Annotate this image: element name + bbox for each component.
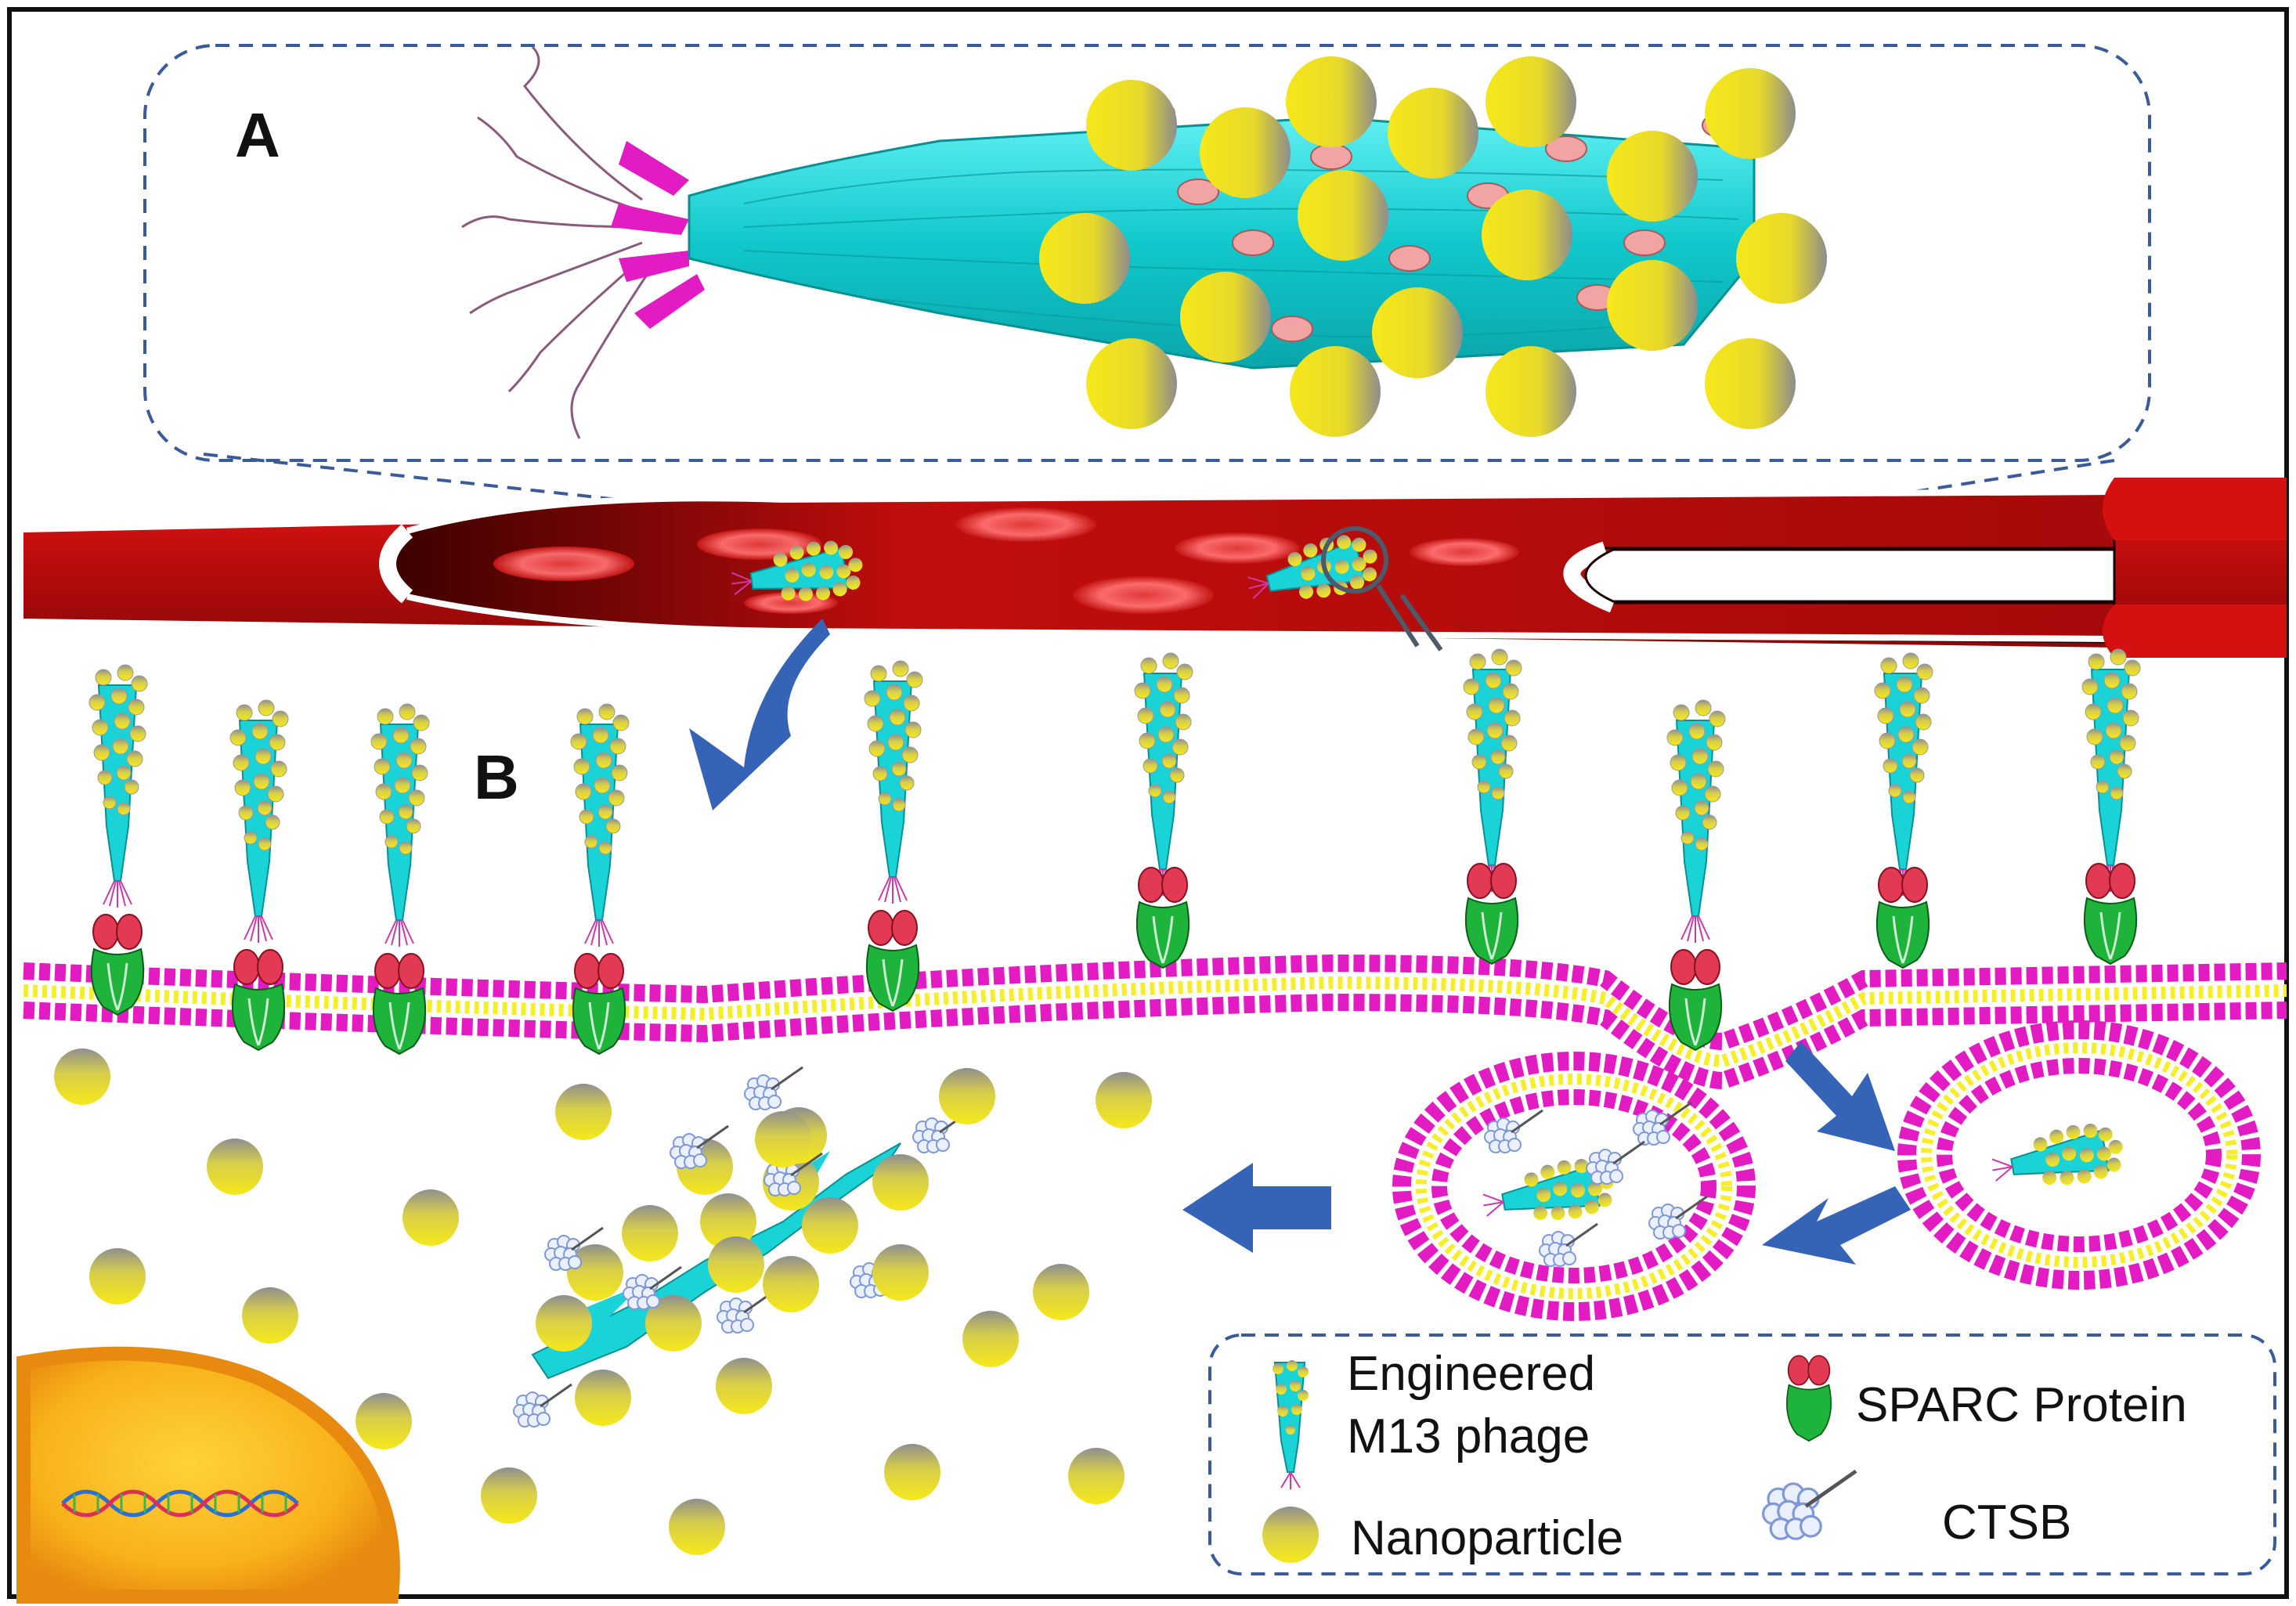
blood-vessel [23, 478, 2287, 658]
panel-b-label: B [474, 742, 519, 812]
sparc-protein-10 [2083, 862, 2138, 965]
ctsb-icon [1761, 1469, 1857, 1540]
sparc-protein-icon [1786, 1355, 1832, 1442]
phage-coat-body [688, 116, 1756, 370]
extravasation-arrow [689, 619, 830, 810]
phage-peptide-strands [461, 45, 652, 439]
legend: Engineered M13 phage Nanoparticle SPARC … [1208, 1334, 2276, 1575]
cell-nucleus [16, 1346, 400, 1604]
sparc-protein-2 [231, 948, 286, 1052]
released-nanoparticles-cluster [536, 1107, 858, 1352]
panel-a-label: A [235, 100, 280, 170]
red-blood-cells [493, 507, 1519, 614]
legend-phage-line1: Engineered [1347, 1347, 1595, 1401]
sparc-protein-1 [90, 913, 145, 1016]
cell-membrane [23, 954, 2287, 1090]
sparc-protein-4 [572, 952, 626, 1056]
sparc-protein-8 [1668, 948, 1723, 1052]
nanoparticle-icon [1262, 1507, 1319, 1563]
sparc-protein-3 [372, 952, 427, 1056]
sparc-protein-7 [1464, 862, 1519, 965]
panel-a-zoom-box [143, 44, 2151, 462]
engineered-phage-closeup [461, 45, 1827, 439]
pathway-arrows [1182, 1041, 1911, 1265]
endosome [1897, 1020, 2261, 1290]
sparc-protein-5 [865, 909, 920, 1012]
degraded-phage [512, 1066, 973, 1428]
arrow-to-lysosome [1762, 1186, 1911, 1265]
arrow-release [1182, 1163, 1331, 1253]
lysosome [1392, 1052, 1756, 1321]
legend-phage-line2: M13 phage [1347, 1409, 1590, 1463]
legend-nanoparticle: Nanoparticle [1351, 1511, 1623, 1565]
legend-sparc: SPARC Protein [1856, 1378, 2187, 1432]
phage-coat-texture [743, 168, 1739, 338]
phage-icon [1273, 1360, 1309, 1489]
legend-box [1208, 1334, 2276, 1575]
phage-pink-tips [611, 141, 705, 329]
bound-nanoparticles-closeup [1039, 56, 1827, 437]
magnifier-icon [1321, 526, 1443, 651]
dna-helix-icon [61, 1489, 299, 1518]
sparc-protein-6 [1135, 866, 1190, 969]
sparc-protein-9 [1875, 866, 1930, 969]
arrow-internalize [1785, 1041, 1895, 1151]
legend-ctsb: CTSB [1942, 1496, 2071, 1550]
